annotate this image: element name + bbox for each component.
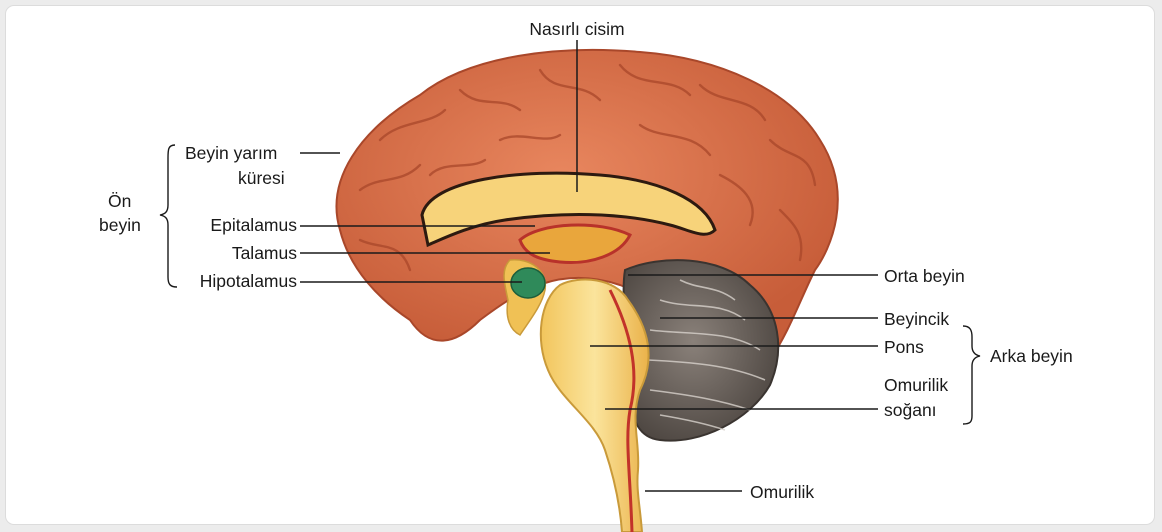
label-on-beyin-line2: beyin [99, 214, 141, 236]
label-epitalamus: Epitalamus [150, 214, 297, 236]
label-nasirli-cisim: Nasırlı cisim [497, 18, 657, 40]
label-orta-beyin: Orta beyin [884, 265, 965, 287]
label-omurilik-sogani-line1: Omurilik [884, 374, 948, 396]
label-pons: Pons [884, 336, 924, 358]
label-beyin-yarim-kuresi-line2: küresi [238, 167, 285, 189]
label-hipotalamus: Hipotalamus [150, 270, 297, 292]
label-on-beyin-line1: Ön [108, 190, 131, 212]
label-beyin-yarim-kuresi-line1: Beyin yarım [185, 142, 277, 164]
label-beyincik: Beyincik [884, 308, 949, 330]
label-arka-beyin: Arka beyin [990, 345, 1073, 367]
label-talamus: Talamus [150, 242, 297, 264]
arka-beyin-brace [963, 326, 980, 424]
label-omurilik-sogani-line2: soğanı [884, 399, 937, 421]
label-omurilik: Omurilik [750, 481, 814, 503]
hypothalamus-shape [511, 268, 545, 298]
